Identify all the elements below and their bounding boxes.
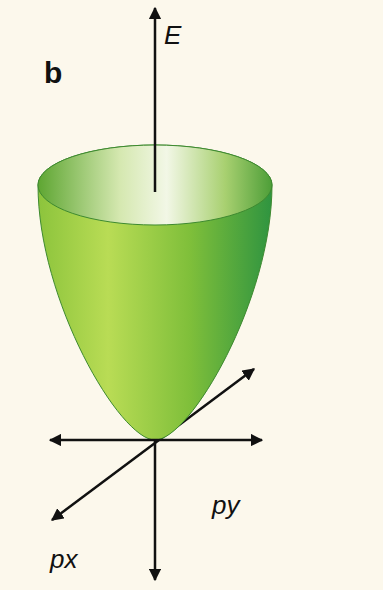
energy-axis: [154, 8, 157, 192]
axis-label: py: [212, 492, 239, 518]
panel-letter: b: [44, 58, 62, 88]
axis-label: E: [164, 22, 181, 48]
energy-axis-lower: [154, 440, 157, 580]
axis-label: px: [50, 546, 77, 572]
py-axis: [50, 439, 262, 442]
